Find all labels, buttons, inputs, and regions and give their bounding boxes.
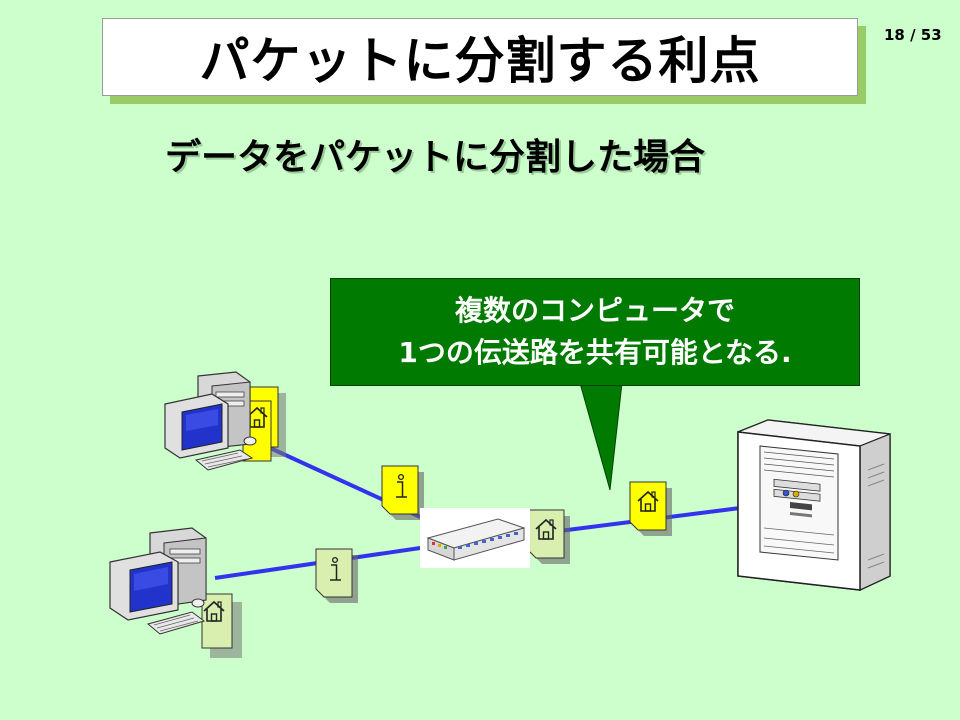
slide-subtitle: データをパケットに分割した場合 — [165, 137, 706, 178]
callout-box: 複数のコンピュータで 1つの伝送路を共有可能となる. — [330, 278, 860, 386]
computer-2 — [109, 527, 242, 658]
page-number: 18 / 53 — [884, 26, 942, 44]
packet-info-green — [315, 548, 358, 603]
callout-pointer — [579, 382, 623, 491]
slide-title: パケットに分割する利点 — [199, 32, 761, 90]
title-box: パケットに分割する利点 — [102, 18, 858, 96]
callout-line-2: 1つの伝送路を共有可能となる. — [398, 336, 792, 369]
network-hub — [420, 508, 530, 568]
packet-info-yellow — [381, 465, 424, 520]
packet-stack-2 — [201, 593, 242, 658]
server-tower — [737, 419, 891, 591]
callout-line-1: 複数のコンピュータで — [454, 294, 735, 327]
packet-house-green — [527, 509, 570, 564]
computer-1 — [164, 371, 286, 471]
packet-house-yellow — [629, 481, 672, 536]
